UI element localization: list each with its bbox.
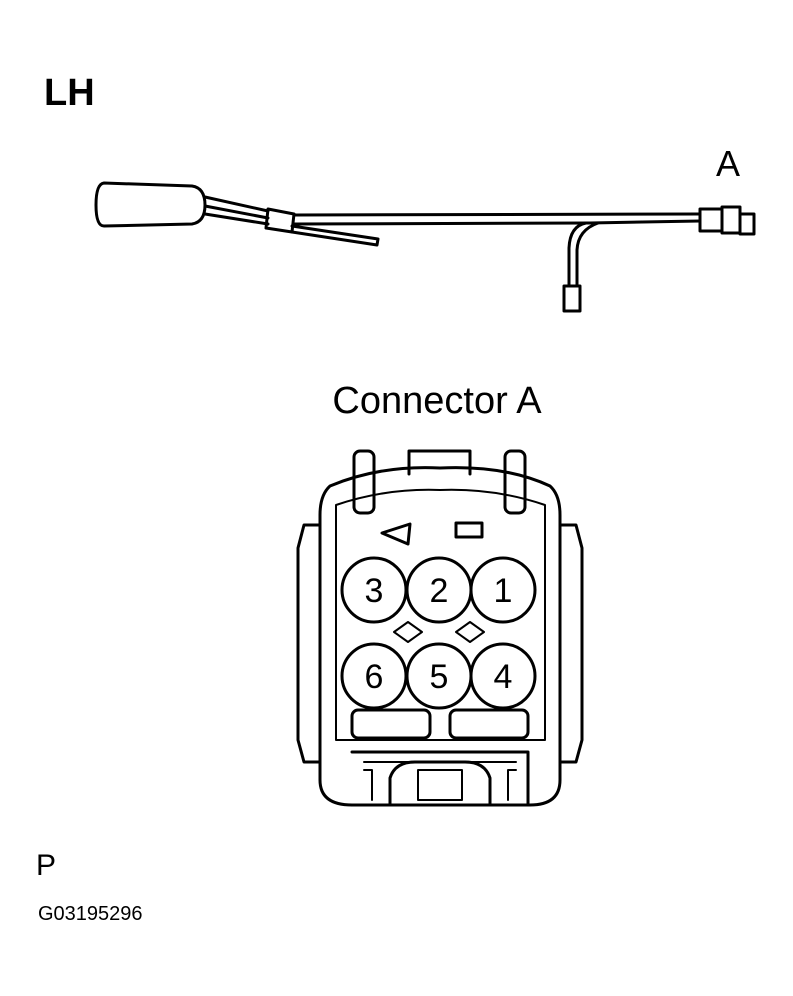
- connector-view-title: Connector A: [332, 380, 542, 422]
- side-label: LH: [44, 72, 95, 114]
- harness-connector-a: [720, 205, 742, 235]
- cavity-separator: [393, 621, 423, 643]
- sensor-body: [94, 181, 207, 228]
- pin-label: 5: [430, 658, 449, 696]
- figure-code: G03195296: [38, 903, 143, 925]
- connector-lock: [507, 769, 517, 801]
- connector-inner-outline: [335, 488, 546, 741]
- connector-lock: [350, 750, 530, 807]
- harness-connector-a: [738, 212, 756, 236]
- connector-housing: [318, 466, 562, 807]
- branch-wire: [567, 221, 588, 288]
- harness-connector-a: [698, 207, 724, 233]
- branch-connector: [562, 284, 582, 313]
- main-wire: [588, 219, 702, 225]
- harness-sleeve: [264, 207, 296, 234]
- harness-connector-label: A: [716, 143, 740, 184]
- pin-label: 3: [365, 572, 384, 610]
- connector-latch-tab: [407, 449, 472, 476]
- connector-key-slot: [454, 521, 484, 539]
- cavity-separator: [455, 621, 485, 643]
- connector-side-flange: [296, 523, 322, 764]
- connector-guide-rib: [352, 449, 376, 515]
- connector-guide-rib: [503, 449, 527, 515]
- connector-lock-button: [417, 769, 463, 801]
- connector-lock: [363, 769, 373, 801]
- retainer-slot: [448, 708, 530, 740]
- wire-harness: [94, 181, 756, 313]
- footer-symbol: P: [36, 849, 56, 882]
- pin-label: 2: [430, 572, 449, 610]
- main-wire: [292, 212, 702, 217]
- harness-wire: [203, 204, 270, 220]
- pin-label: 6: [365, 658, 384, 696]
- pin-label: 1: [494, 572, 513, 610]
- connector-face: [296, 449, 584, 807]
- pin-label: 4: [494, 658, 513, 696]
- main-wire: [292, 221, 592, 226]
- pin-cavity: [469, 642, 537, 710]
- retainer-slot: [350, 708, 432, 740]
- connector-side-flange: [558, 523, 584, 764]
- pin-cavity: [469, 556, 537, 624]
- harness-wire: [203, 195, 270, 213]
- loose-lead: [290, 224, 380, 247]
- polarity-mark: [380, 522, 412, 546]
- branch-wire: [575, 221, 600, 288]
- harness-wire: [203, 212, 270, 226]
- connector-lock-arch: [388, 760, 492, 807]
